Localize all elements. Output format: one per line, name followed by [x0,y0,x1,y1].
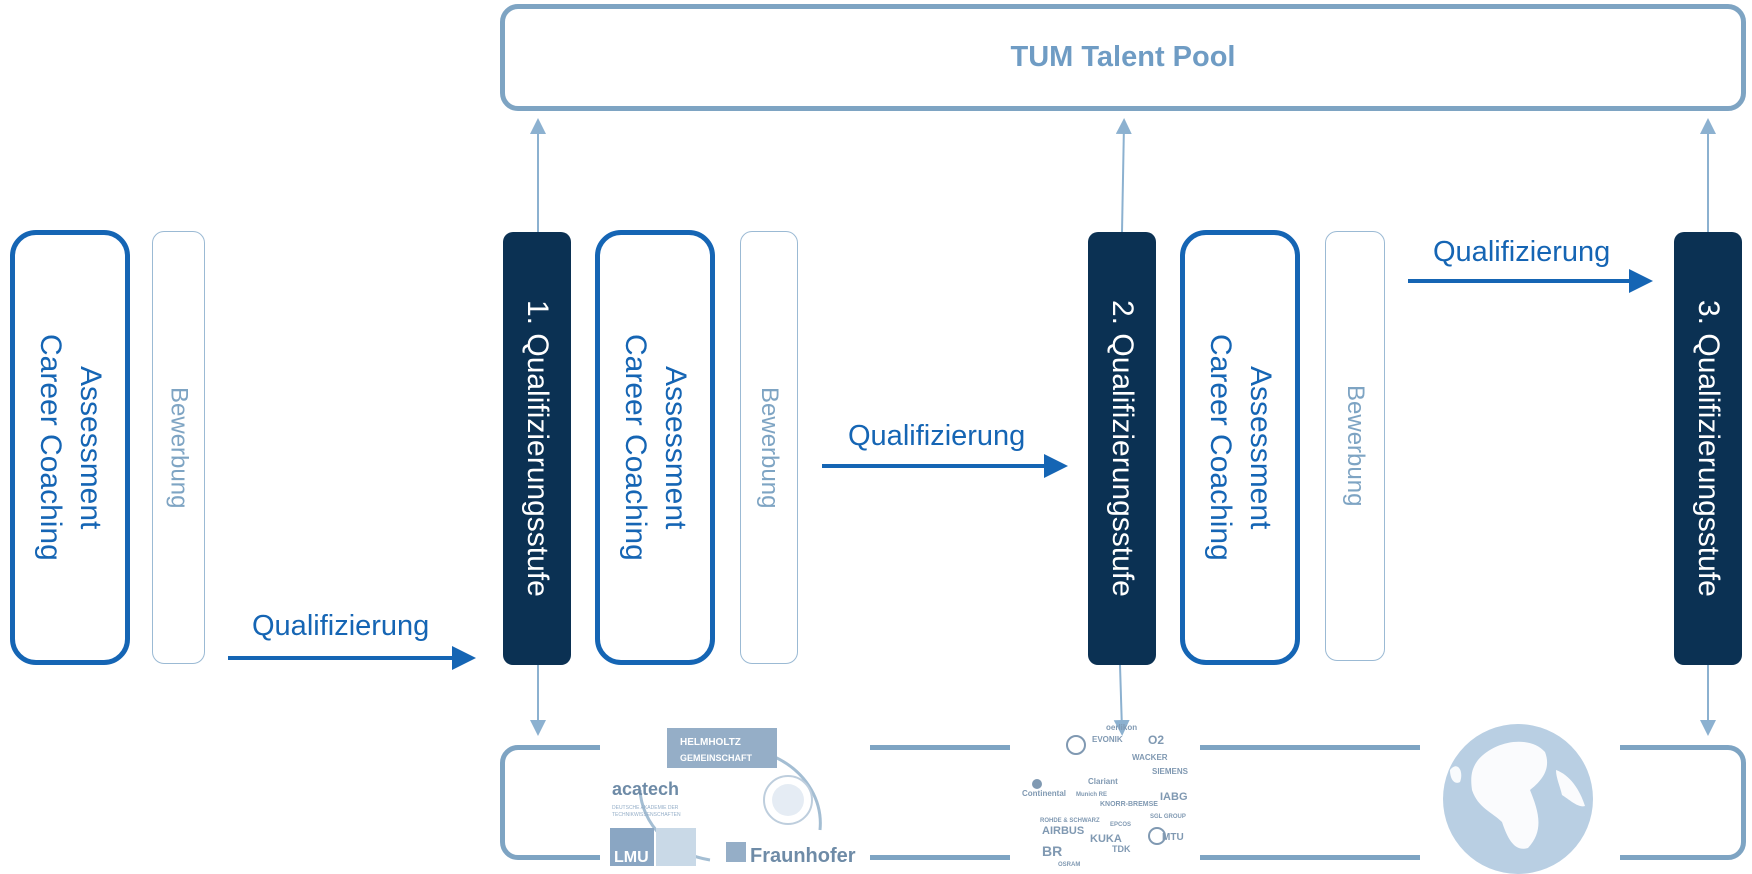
industry-logo-text: ROHDE & SCHWARZ [1040,818,1100,824]
bewerbung-box-2: Bewerbung [740,231,798,664]
industry-logo-text: KUKA [1090,833,1122,845]
bewerbung-label: Bewerbung [1342,385,1369,507]
industry-logo-text: O2 [1148,733,1164,747]
industry-logos: oerlikon EVONIK O2 WACKER SIEMENS Claria… [1022,723,1189,868]
assessment-label-line1: Assessment [74,365,107,530]
assessment-label-line2: Career Coaching [34,334,67,561]
industry-logo-text: IABG [1160,791,1188,803]
acatech-text: acatech [612,779,679,799]
industry-logo-text: Continental [1022,789,1066,798]
qualifizierung-label-2: Qualifizierung [848,420,1026,452]
up-arrow-2 [1115,118,1132,233]
helmholtz-logo [667,728,777,768]
bewerbung-box-1: Bewerbung [152,231,205,664]
industry-logo-text: SGL GROUP [1150,814,1186,820]
assessment-box-1: Assessment Career Coaching [10,230,130,665]
stufe-label: 1. Qualifizierungsstufe [521,300,554,597]
industry-logo-text: TDK [1112,844,1131,854]
qualifizierungsstufe-1: 1. Qualifizierungsstufe [503,232,571,665]
globe-icon [1443,724,1593,874]
industry-logo-text: KNORR-BREMSE [1100,801,1158,808]
qualifizierung-label-3: Qualifizierung [1433,236,1611,268]
research-logos: HELMHOLTZ GEMEINSCHAFT acatech DEUTSCHE … [610,728,856,867]
industry-logo-text: Munich RE [1076,792,1107,798]
assessment-label-line2: Career Coaching [619,334,652,561]
lmu-text: LMU [614,849,649,866]
fraunhofer-icon [726,842,746,862]
bewerbung-label: Bewerbung [756,386,783,509]
assessment-box-2: Assessment Career Coaching [595,230,715,665]
stufe-label: 3. Qualifizierungsstufe [1692,300,1725,597]
industry-logo-text: SIEMENS [1152,767,1189,776]
qualifizierungsstufe-2: 2. Qualifizierungsstufe [1088,232,1156,665]
bewerbung-label: Bewerbung [165,386,193,509]
talent-pool-box: TUM Talent Pool [500,4,1746,111]
down-arrow-2 [1113,664,1130,736]
industry-logo-text: BR [1042,843,1062,859]
industry-logo-text: oerlikon [1106,723,1137,732]
maxplanck-logo [763,775,813,825]
qualifizierung-label-1: Qualifizierung [252,610,430,642]
assessment-label-line1: Assessment [1244,365,1277,530]
talent-pool-label: TUM Talent Pool [1010,41,1236,73]
industry-logo-text: OSRAM [1058,862,1080,868]
assessment-label-line1: Assessment [659,365,692,530]
industry-logo-text: EVONIK [1092,735,1123,744]
assessment-label-line2: Career Coaching [1204,334,1237,561]
industry-logo-text: Clariant [1088,777,1118,786]
lmu-logo [610,828,654,866]
qualifizierungsstufe-3: 3. Qualifizierungsstufe [1674,232,1742,665]
helmholtz-text-1: HELMHOLTZ [680,737,741,748]
industry-logo-text: AIRBUS [1042,825,1084,837]
acatech-sub-2: TECHNIKWISSENSCHAFTEN [612,812,681,818]
bewerbung-box-3: Bewerbung [1325,231,1385,661]
stufe-label: 2. Qualifizierungsstufe [1106,300,1139,597]
helmholtz-text-2: GEMEINSCHAFT [680,753,753,763]
assessment-box-3: Assessment Career Coaching [1180,230,1300,665]
acatech-sub-1: DEUTSCHE AKADEMIE DER [612,805,679,811]
industry-logo-area [1010,710,1200,874]
fraunhofer-text: Fraunhofer [750,845,856,867]
industry-logo-text: EPCOS [1110,822,1131,828]
industry-logo-text: WACKER [1132,753,1168,762]
industry-logo-text: MTU [1162,832,1184,843]
